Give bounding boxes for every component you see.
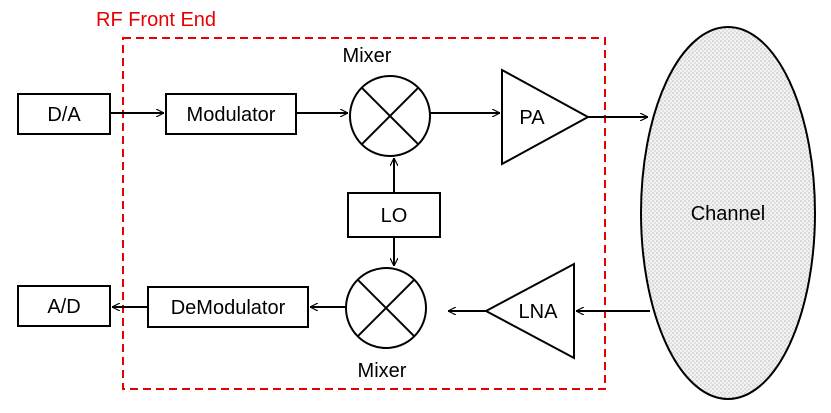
pa-label: PA [519,107,545,129]
rf-front-end-frame [122,37,606,390]
lo-label: LO [381,205,408,227]
mixer-bottom-label: Mixer [358,360,407,382]
pa-amplifier [501,68,591,166]
mixer-top-label: Mixer [343,45,392,67]
lna-label: LNA [519,301,559,323]
channel-label: Channel [691,203,766,225]
lna-amplifier [483,262,575,360]
demodulator-label: DeModulator [171,297,286,319]
mixer-bottom [345,267,427,349]
modulator-block [165,93,297,135]
mixer-top [349,75,431,157]
channel-ellipse [640,26,816,400]
ad-label: A/D [47,296,80,318]
modulator-label: Modulator [187,104,276,126]
rf-front-end-label: RF Front End [96,9,216,31]
da-label: D/A [47,104,81,126]
demodulator-block [147,286,309,328]
ad-block [17,285,111,327]
